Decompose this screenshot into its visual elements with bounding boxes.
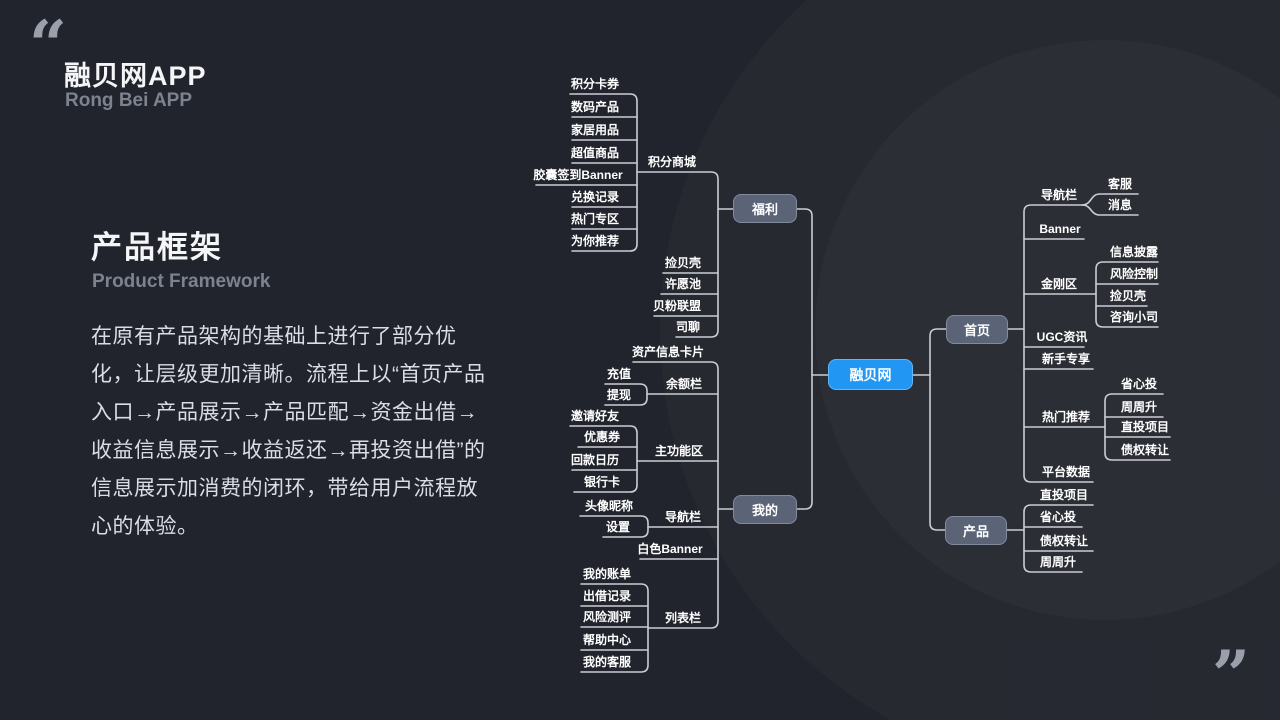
mindmap-topic-label: 胶囊签到Banner — [533, 168, 623, 182]
mindmap-topic-label: 余额栏 — [665, 377, 703, 391]
mindmap-topic-label: 平台数据 — [1041, 465, 1091, 479]
mindmap-root-node: 融贝网 — [828, 359, 913, 390]
mindmap-topic-label: 金刚区 — [1040, 277, 1078, 291]
mindmap-topic-label: 周周升 — [1120, 400, 1158, 414]
mindmap-topic-label: 信息披露 — [1109, 245, 1159, 259]
mindmap-topic-label: 我的客服 — [582, 655, 632, 669]
mindmap-topic-label: 周周升 — [1039, 555, 1077, 569]
mindmap-topic-label: 捡贝壳 — [664, 256, 702, 270]
open-quote-icon: “ — [29, 6, 67, 84]
mindmap-topic-label: 债权转让 — [1039, 534, 1089, 548]
mindmap-topic-label: 出借记录 — [582, 589, 632, 603]
mindmap-topic-label: 省心投 — [1120, 377, 1158, 391]
mindmap-topic-label: 白色Banner — [637, 542, 703, 556]
section-title: 产品框架 — [91, 230, 223, 265]
mindmap-topic-label: 主功能区 — [654, 444, 704, 458]
mindmap-topic-label: 直投项目 — [1120, 420, 1170, 434]
mindmap-topic-label: 新手专享 — [1041, 352, 1091, 366]
mindmap-topic-label: 积分商城 — [647, 155, 697, 169]
mindmap-topic-label: 提现 — [606, 388, 632, 402]
mindmap-topic-label: 热门专区 — [570, 212, 620, 226]
mindmap-topic-label: 贝粉联盟 — [652, 299, 702, 313]
mindmap-topic-label: 设置 — [605, 520, 631, 534]
mindmap-topic-label: 风险测评 — [582, 610, 632, 624]
app-subtitle: Rong Bei APP — [65, 90, 193, 111]
mindmap-topic-label: 热门推荐 — [1041, 410, 1091, 424]
mindmap-topic-label: 为你推荐 — [570, 234, 620, 248]
mindmap-topic-label: 风险控制 — [1109, 267, 1159, 281]
mindmap-topic-label: 列表栏 — [664, 611, 702, 625]
mindmap-topic-label: 直投项目 — [1039, 488, 1089, 502]
mindmap-topic-label: 回款日历 — [570, 453, 620, 467]
mindmap-topic-label: 司聊 — [675, 320, 701, 334]
mindmap-topic-label: 我的账单 — [582, 567, 632, 581]
mindmap-branch-node: 产品 — [945, 516, 1007, 545]
mindmap-topic-label: 超值商品 — [570, 146, 620, 160]
mindmap-topic-label: 资产信息卡片 — [631, 345, 705, 359]
close-quote-icon: ” — [1212, 636, 1250, 714]
mindmap-topic-label: 银行卡 — [583, 475, 621, 489]
mindmap-topic-label: 许愿池 — [664, 277, 702, 291]
mindmap-topic-label: 家居用品 — [570, 123, 620, 137]
mindmap-topic-label: 帮助中心 — [582, 633, 632, 647]
mindmap-topic-label: 优惠券 — [583, 430, 621, 444]
mindmap-branch-node: 首页 — [946, 315, 1008, 344]
mindmap-topic-label: 导航栏 — [664, 510, 702, 524]
mindmap-topic-label: 充值 — [606, 367, 632, 381]
mindmap-topic-label: 捡贝壳 — [1109, 289, 1147, 303]
mindmap-topic-label: UGC资讯 — [1036, 330, 1088, 344]
mindmap-topic-label: Banner — [1039, 222, 1081, 236]
mindmap-branch-node: 我的 — [733, 495, 797, 524]
mindmap-topic-label: 积分卡券 — [570, 77, 620, 91]
mindmap-topic-label: 客服 — [1107, 177, 1133, 191]
mindmap-topic-label: 债权转让 — [1120, 443, 1170, 457]
mindmap-topic-label: 头像昵称 — [584, 499, 634, 513]
mindmap-topic-label: 省心投 — [1039, 510, 1077, 524]
mindmap-topic-label: 数码产品 — [570, 100, 620, 114]
mindmap-branch-node: 福利 — [733, 194, 797, 223]
mindmap-topic-label: 消息 — [1107, 198, 1133, 212]
section-subtitle: Product Framework — [92, 271, 271, 292]
mindmap-topic-label: 导航栏 — [1040, 188, 1078, 202]
mindmap-topic-label: 咨询小司 — [1109, 310, 1159, 324]
app-title: 融贝网APP — [64, 61, 207, 91]
mindmap-topic-label: 兑换记录 — [570, 190, 620, 204]
mindmap-topic-label: 邀请好友 — [570, 409, 620, 423]
section-body-text: 在原有产品架构的基础上进行了部分优化，让层级更加清晰。流程上以“首页产品入口→产… — [91, 325, 486, 538]
